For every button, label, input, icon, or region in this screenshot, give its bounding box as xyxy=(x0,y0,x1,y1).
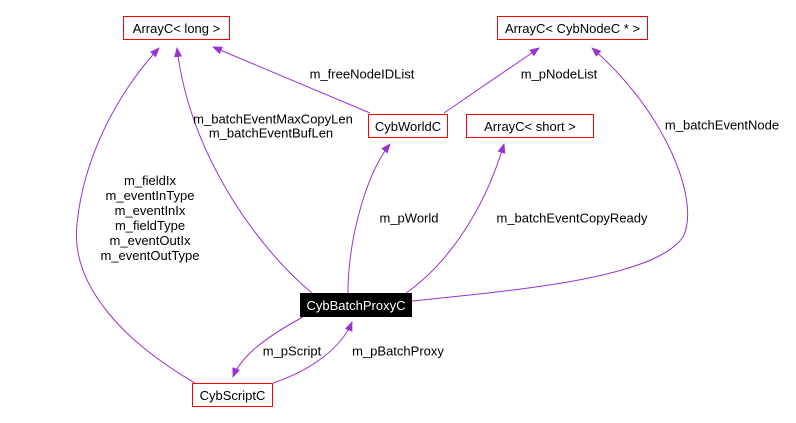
edge-free-node-id-list xyxy=(212,46,371,114)
edge-label-free-node-id-list: m_freeNodeIDList xyxy=(309,66,415,82)
node-arrayc-long[interactable]: ArrayC< long > xyxy=(123,16,230,40)
node-cybbatchproxyc-focus: CybBatchProxyC xyxy=(300,293,412,317)
edge-label-batch-event-buf-len: m_batchEventBufLen xyxy=(208,125,334,141)
edge-label-field-ix: m_fieldIx xyxy=(123,173,177,188)
edge-label-event-in-type: m_eventInType xyxy=(105,188,195,203)
node-cybworldc[interactable]: CybWorldC xyxy=(368,114,448,138)
edge-label-event-out-ix: m_eventOutIx xyxy=(109,233,191,248)
edge-label-p-world: m_pWorld xyxy=(379,210,439,226)
edge-batch-event-buf xyxy=(174,47,313,294)
edge-label-event-out-type: m_eventOutType xyxy=(100,248,200,263)
node-arrayc-short[interactable]: ArrayC< short > xyxy=(466,114,594,138)
edge-batch-event-copy-ready xyxy=(405,143,506,294)
edge-batch-event-node xyxy=(411,47,689,302)
edge-label-batch-event-node: m_batchEventNode xyxy=(664,117,780,133)
edge-label-event-in-ix: m_eventInIx xyxy=(114,203,186,218)
edge-field-stack xyxy=(75,47,196,384)
node-arrayc-cybnodec-ptr[interactable]: ArrayC< CybNodeC * > xyxy=(497,16,648,40)
edge-label-p-node-list: m_pNodeList xyxy=(520,66,598,82)
edge-p-batch-proxy xyxy=(272,321,353,384)
edge-label-p-script: m_pScript xyxy=(262,343,322,359)
edge-label-batch-event-max-copy-len: m_batchEventMaxCopyLen xyxy=(193,111,353,127)
edge-label-field-stack: m_fieldIx m_eventInType m_eventInIx m_fi… xyxy=(101,173,200,263)
edge-p-world xyxy=(347,143,391,294)
edge-label-p-batch-proxy: m_pBatchProxy xyxy=(352,343,444,359)
edge-label-field-type: m_fieldType xyxy=(114,218,186,233)
edge-p-node-list xyxy=(443,47,540,114)
edge-label-batch-event-copy-ready: m_batchEventCopyReady xyxy=(496,210,648,226)
edge-p-script xyxy=(232,316,304,378)
node-cybscriptc[interactable]: CybScriptC xyxy=(192,383,273,407)
